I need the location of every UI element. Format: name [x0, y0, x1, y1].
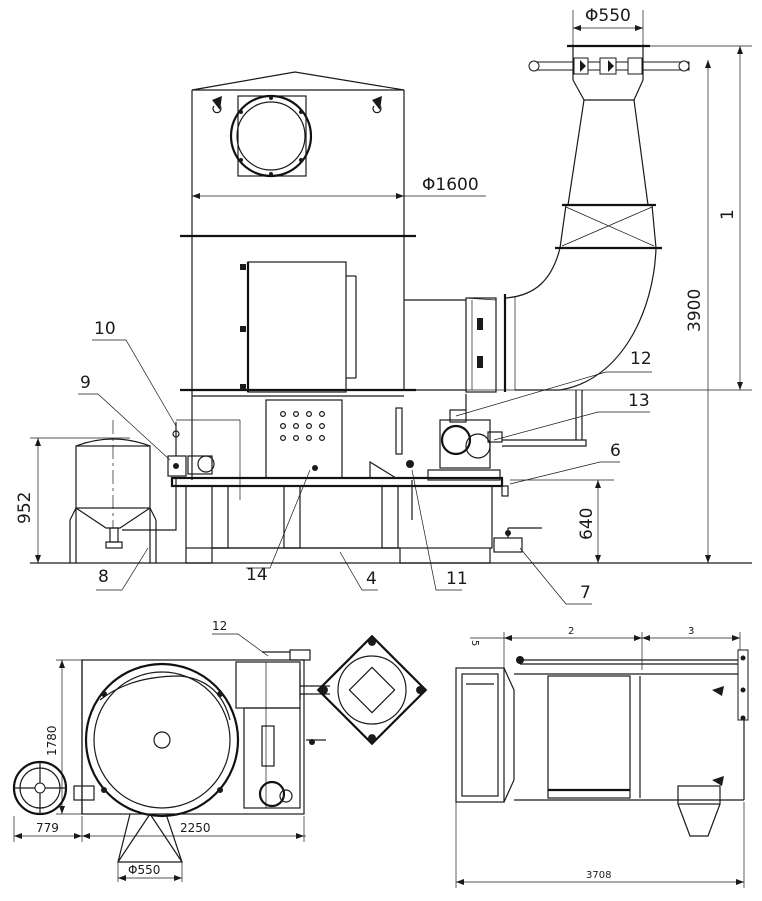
tank-offset-label: 779: [36, 821, 59, 835]
outlet-diameter-dimension: Φ550: [572, 6, 644, 48]
scrubber-tower: [180, 71, 416, 480]
callout-9: 9: [80, 373, 91, 393]
tank-height-label: 952: [15, 492, 35, 524]
plan-depth-dimension: 1780: [45, 659, 82, 815]
overall-height-dimension: 3900 1: [416, 45, 752, 563]
callout-12: 12: [630, 349, 652, 369]
callout-5: 5: [469, 640, 480, 646]
duct-elbow: [503, 247, 657, 392]
side-length-dimension: 3708: [455, 802, 745, 888]
tower-diameter-dimension: Φ1600: [192, 175, 486, 199]
front-elevation: Φ550: [15, 6, 752, 605]
section-dimensions: 2 3 5: [469, 626, 741, 670]
callout-6: 6: [610, 441, 621, 461]
sump-tank: [170, 460, 504, 564]
exhaust-stack: [555, 44, 662, 250]
side-length-label: 3708: [586, 870, 611, 881]
callout-3: 3: [688, 626, 694, 637]
plan-callout-12: 12: [212, 619, 227, 633]
access-door: [240, 261, 357, 393]
callout-1: 1: [718, 209, 738, 220]
plan-view: 1780 779 2250 Φ550 12: [12, 619, 428, 882]
tank-height-dimension: 952: [15, 437, 130, 563]
circulation-pump: [395, 390, 587, 481]
inspection-port: [229, 94, 313, 178]
callout-13: 13: [628, 391, 650, 411]
callout-7: 7: [580, 583, 591, 603]
callout-8: 8: [98, 567, 109, 587]
plan-outlet-dimension: Φ550: [117, 862, 183, 882]
callout-10: 10: [94, 319, 116, 339]
plan-width-dimension: 779 2250: [13, 816, 306, 842]
control-box: [265, 399, 343, 479]
callout-4: 4: [366, 569, 377, 589]
callout-2: 2: [568, 626, 574, 637]
tower-diameter-label: Φ1600: [422, 175, 479, 195]
base-height-dimension: 640: [510, 479, 614, 563]
outlet-diameter-label: Φ550: [585, 6, 631, 26]
overall-height-label: 3900: [685, 289, 705, 332]
base-height-label: 640: [577, 508, 597, 540]
front-callouts: 10 9 8 14 4 11 7 6 12 13: [78, 319, 652, 605]
callout-14: 14: [246, 565, 268, 585]
outlet-manifold: [528, 57, 690, 75]
plan-outlet-label: Φ550: [128, 863, 160, 877]
callout-11: 11: [446, 569, 468, 589]
drain-valve: [493, 485, 542, 553]
horizontal-duct: [404, 297, 497, 393]
plan-width-label: 2250: [180, 821, 211, 835]
plan-depth-label: 1780: [45, 725, 59, 756]
side-view: 3708 2 3 5: [455, 626, 749, 888]
